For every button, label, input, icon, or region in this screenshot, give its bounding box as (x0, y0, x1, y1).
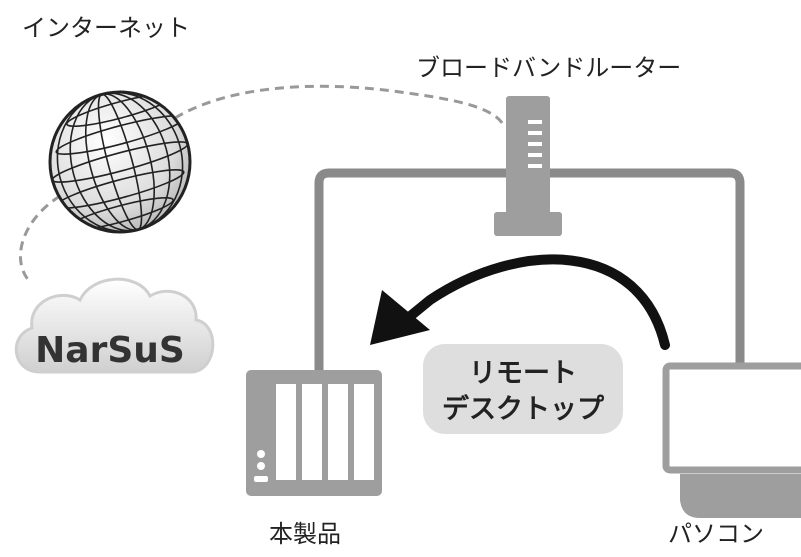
internet-router-dashed-line (174, 84, 507, 129)
internet-label: インターネット (22, 14, 190, 42)
router-label: ブロードバンドルーター (416, 54, 682, 82)
remote-desktop-badge: リモート デスクトップ (423, 344, 623, 434)
narsus-cloud: NarSuS (14, 277, 215, 374)
pc-icon (662, 362, 801, 518)
globe-icon (48, 90, 192, 234)
remote-desktop-line2: デスクトップ (442, 393, 605, 425)
remote-desktop-line1: リモート (469, 358, 577, 389)
nas-device-icon (246, 370, 382, 496)
remote-desktop-arrow (370, 254, 670, 350)
narsus-logo-text: NarSuS (35, 330, 185, 371)
internet-cloud-dashed-line (19, 194, 61, 284)
router-icon (494, 96, 562, 236)
pc-label: パソコン (668, 520, 764, 548)
nas-label: 本製品 (269, 520, 341, 548)
